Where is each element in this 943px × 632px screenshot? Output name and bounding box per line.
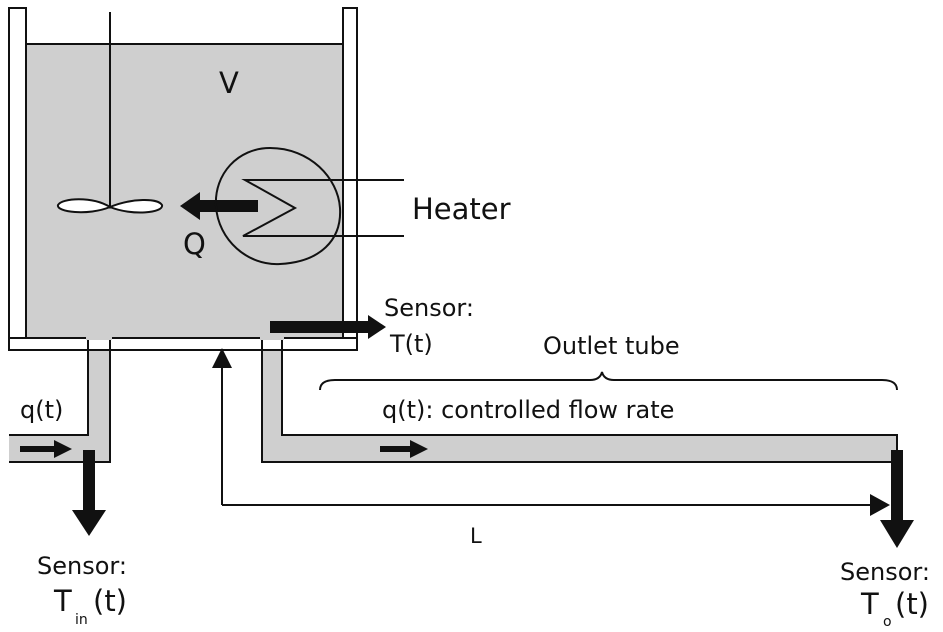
outlet-sensor-t: (t) — [895, 587, 929, 621]
propeller-icon — [57, 198, 163, 214]
heater-label: Heater — [412, 192, 511, 226]
inlet-flow-arrow-icon — [54, 440, 72, 458]
outlet-sensor-label: Sensor: — [840, 558, 930, 586]
volume-label: V — [219, 66, 239, 100]
outlet-tube-brace — [319, 371, 898, 391]
heater-coil-icon — [241, 179, 404, 237]
length-arrow-up-icon — [212, 348, 232, 368]
outlet-flow-arrow-icon — [410, 440, 428, 458]
heat-label: Q — [183, 227, 206, 261]
tank-sensor-arrow-icon — [368, 315, 386, 339]
length-arrow-right-icon — [870, 494, 890, 516]
inlet-sensor-arrow-icon — [72, 510, 106, 536]
tank-right-wall — [342, 7, 358, 339]
inlet-sensor-t: (t) — [93, 584, 127, 618]
outlet-sensor-subscript: o — [883, 614, 892, 630]
inlet-sensor-subscript: in — [75, 612, 88, 628]
tank-sensor-label: Sensor: — [384, 294, 474, 322]
outlet-sensor-arrow-icon — [880, 520, 914, 548]
inlet-flow-label: q(t) — [20, 396, 63, 424]
tank-bottom-right — [281, 337, 358, 351]
heat-arrow-icon — [180, 192, 200, 220]
tank-fluid — [25, 43, 344, 340]
inlet-sensor-label: Sensor: — [37, 552, 127, 580]
outlet-sensor-T: T — [860, 587, 879, 621]
tank-bottom-middle — [109, 337, 263, 351]
inlet-sensor-T: T — [53, 584, 72, 618]
outlet-tube-label: Outlet tube — [543, 332, 680, 360]
tank-bottom-left — [8, 337, 89, 351]
length-label: L — [470, 524, 482, 548]
tank-sensor-value: T(t) — [389, 330, 433, 358]
outlet-tube — [261, 349, 898, 463]
tank-left-wall — [8, 7, 27, 339]
controlled-flow-label: q(t): controlled flow rate — [382, 396, 674, 424]
